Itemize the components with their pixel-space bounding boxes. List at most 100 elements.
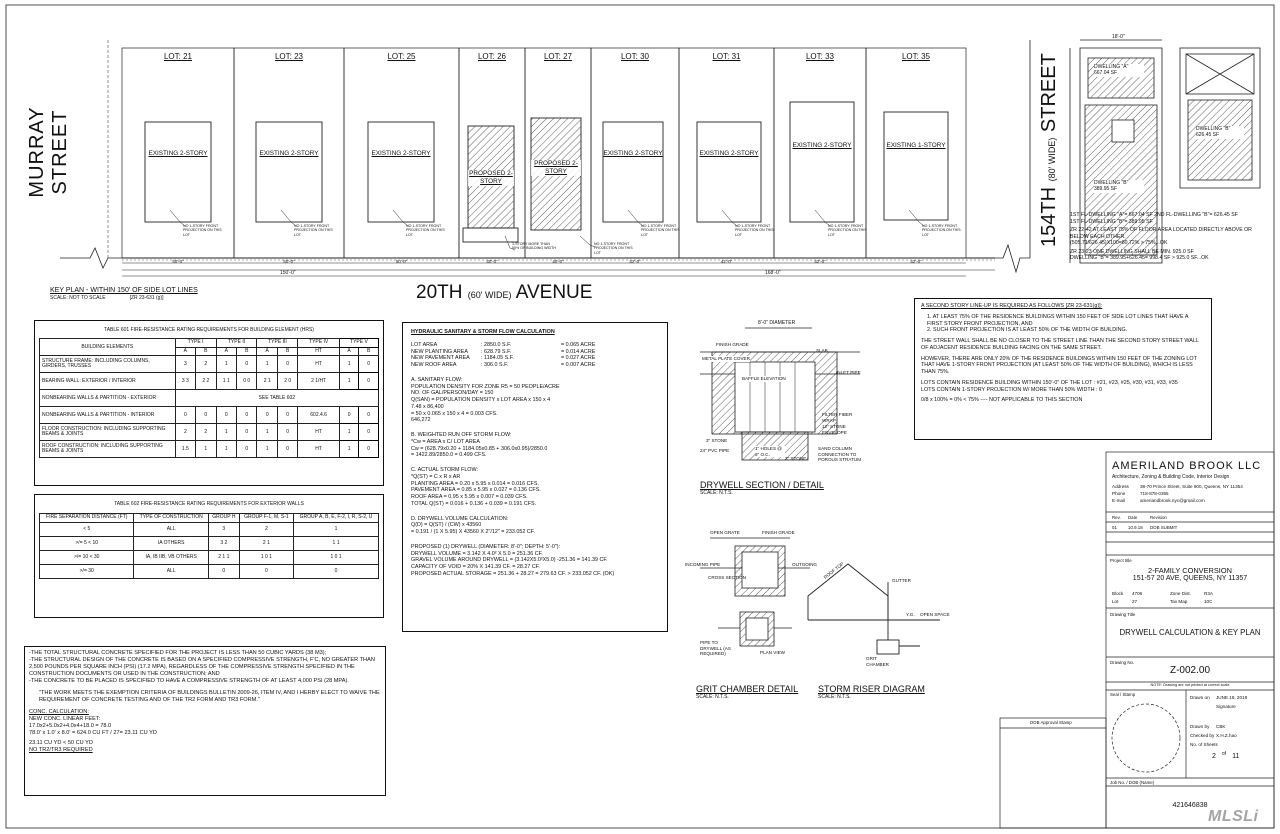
table-header-row: FIRE SEPARATION DISTANCE (FT) TYPE OF CO… [38,513,379,523]
drawing-title-label: Drawing Title [1110,612,1136,617]
table-subheader: B [358,346,379,357]
hydraulic-line: 7.48 x 86,400 [411,403,444,410]
hydraulic-line: CAPACITY OF VOID = 20% X 141.39 CF. = 28… [411,564,540,570]
lot-label: LOT: 26 [477,52,506,61]
dwelling-note: 1ST FL-DWELLING "A"= 667.04 SF 2ND FL-DW… [1070,212,1238,218]
table-cell: 602.4.6 [297,406,340,425]
riser-label: GRIT CHAMBER [866,656,889,667]
table-602-title: TABLE 602 FIRE-RESISTANCE RATING REQUIRE… [114,501,304,507]
table-cell: 1 1 [215,372,238,391]
drywell-label: SLAB [816,348,828,353]
phone-value: 718-878-0355 [1140,490,1169,496]
lot-label: LOT: 21 [163,52,192,61]
lot-note: NO 1-STORY FRONT PROJECTION ON THIS LOT [735,224,774,237]
sheets-label: No. of Sheets [1190,741,1218,747]
table-cell: FLOOR CONSTRUCTION: INCLUDING SUPPORTING… [39,423,176,442]
drywell-diameter: 8'-0" DIAMETER [758,320,796,326]
grit-label: PIPE TO DRYWELL (AS REQUIRED) [700,640,731,657]
lot-width-dim: 42'-0" [629,259,641,264]
drywell-label: FINISH GRADE [716,342,749,347]
hydraulic-section: C. ACTUAL STORM FLOW:*Q(ST) = C x R x AR… [411,467,659,508]
area-cell: : 1184.05 S.F. [481,355,514,362]
drawing-no: Z-002.00 [1169,665,1211,676]
title-block: AMERILAND BROOK LLC Architecture, Zoning… [1106,452,1274,828]
table-cell: >/= 5 < 10 [38,535,135,551]
table-cell: 0 [174,406,197,425]
drywell-title-text: DRYWELL SECTION / DETAIL [700,480,824,490]
table-header: GROUP H [207,513,240,523]
conc-line: NEW CONC. LINEAR FEET: [29,715,101,722]
building-label: PROPOSED 2-STORY [468,170,514,186]
zr-item: 0/8 x 100% = 0% < 75% ---- NOT APPLICABL… [921,397,1083,404]
drawing-no-label: Drawing No. [1110,660,1135,665]
table-header: GROUP A, B, E, F-2, I, R, S-2, U [293,513,379,523]
table-cell: 1 [338,355,360,374]
table-header-row: BUILDING ELEMENTS TYPE I TYPE II TYPE II… [39,338,380,357]
table-cell: 0 [276,355,299,374]
lot-label: LOT: 25 [387,52,416,61]
table-cell: 0 [358,406,379,425]
area-row: NEW PLANTING AREA: 628.79 S.F.= 0.014 AC… [411,349,659,356]
note-quote: "THE WORK MEETS THE EXEMPTION CRITERIA O… [39,689,380,703]
scale-note: NOTE: Drawing are not printed at correct… [1150,683,1230,687]
project-title: 2-FAMILY CONVERSION [1148,566,1232,575]
avenue-width: (60' WIDE) [467,290,512,300]
lot-note: NO 1-STORY FRONT PROJECTION ON THIS LOT [828,224,867,237]
area-cell: NEW PLANTING AREA [411,348,468,355]
grit-label: OUTGOING [792,562,818,567]
building-label: EXISTING 2-STORY [603,150,663,157]
drywell-label: 1" HOLES @ 6" O.C. [755,446,785,458]
hydraulic-line: = 50 x 0.065 x 150 x 4 = 0.003 CFS. [411,410,498,417]
table-cell: ALL [133,563,209,579]
riser-label: GUTTER [892,578,911,583]
email-label: E-mail [1112,497,1126,503]
table-cell: 3 [174,355,197,374]
area-row: NEW ROOF AREA: 306.0 S.F.= 0.007 ACRE [411,362,659,369]
dwelling-c-label: DWELLING "B" 389.95 SF [1094,180,1144,193]
table-cell: 0 [276,440,299,459]
building-label: EXISTING 2-STORY [259,150,319,157]
taxmap-label: Tax Map [1170,599,1188,605]
table-cell: 0 [238,563,295,579]
lot-note: NO 1-STORY FRONT PROJECTION ON THIS LOT [922,224,961,237]
table-cell: 0 [358,372,379,391]
checked-value: X.H.Z.hao [1216,733,1237,739]
sheet-number: 2 of 11 [1212,750,1247,763]
hydraulic-line: NO. OF GAL/PERSON/DAY = 150 [411,390,494,397]
grit-title: GRIT CHAMBER DETAIL SCALE: N.T.S. [696,684,798,700]
drywell-label: 24" PVC PIPE [700,448,730,453]
table-row: ROOF CONSTRUCTION: INCLUDING SUPPORTING … [39,440,379,459]
hydraulic-line: TOTAL Q(ST) = 0.016 + 0.136 + 0.039 = 0.… [411,500,537,507]
dwelling-note: (505.71/626.45)X100=80.72% > 75%...OK [1070,240,1168,246]
zr-title: A SECOND STORY LINE-UP IS REQUIRED AS FO… [921,303,1103,309]
grit-title-text: GRIT CHAMBER DETAIL [696,684,799,694]
lot-label: LOT: 27 [543,52,572,61]
table-cell: 1 [215,355,238,374]
table-cell: ALL [133,521,209,537]
revision-row: 01 10.9.18 DOB SUBMIT [1112,525,1177,530]
building-label: PROPOSED 2-STORY [531,160,581,176]
table-cell: 0 [207,563,240,579]
area-cell: = 0.007 ACRE [561,362,596,368]
dwelling-note: ZR 23-23 ONE DWELLING SHALL BE MIN. 925.… [1070,248,1194,255]
table-header: TYPE OF CONSTRUCTION [133,513,209,523]
154th-street-suffix: STREET [1038,53,1060,133]
lot-label: LOT: 23 [274,52,303,61]
murray-street-label: MURRAY STREET [26,106,71,198]
signature-label: Signature [1216,703,1236,709]
dwelling-note: 1ST FL-DWELLING "B"= 389.95 SF [1070,218,1153,225]
lot-width-dim: 40'-0" [552,259,564,264]
dwelling-b-label: DWELLING "B" 626.45 SF [1196,126,1244,139]
block-label: Block [1112,591,1124,596]
table-cell: NONBEARING WALLS & PARTITION - INTERIOR [39,406,176,425]
table-cell: 1 [215,423,238,442]
lot-width-dim: 50'-0" [283,259,295,264]
rev-value: DOB SUBMIT [1150,525,1178,530]
table-cell: 2 [238,521,295,537]
